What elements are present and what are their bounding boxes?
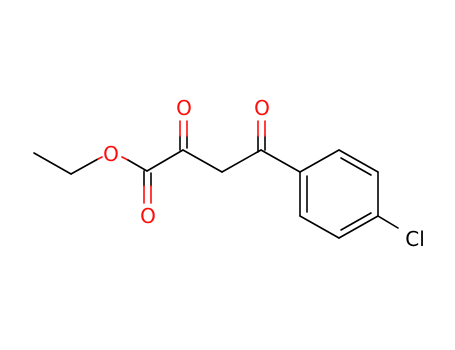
bond-o-c1	[127, 159, 148, 172]
bond-c3-c4	[221, 149, 262, 173]
ring-bond-5	[299, 215, 340, 239]
atom-o-keto-4: O	[254, 96, 270, 120]
atom-o-ester-carbonyl: O	[140, 204, 156, 228]
atom-cl: Cl	[405, 227, 425, 251]
bond-o-c1-red	[121, 156, 129, 161]
atom-o-ester: O	[103, 142, 119, 166]
ring-inner-bond-2	[340, 212, 372, 231]
ring-bond-1	[299, 149, 340, 173]
ring-bond-2	[338, 149, 379, 173]
bond-c1-c2	[146, 149, 184, 172]
bond-c2-c3	[182, 149, 223, 173]
bond-ch3-ch2	[33, 152, 72, 175]
bond-ring-cl	[377, 215, 399, 229]
bond-ch2-o	[70, 158, 99, 175]
bond-ch2-o-red	[97, 156, 103, 160]
ring-bond-4	[338, 215, 379, 239]
atom-o-keto-2: O	[176, 96, 192, 120]
ring-inner-bond-1	[340, 157, 372, 176]
bond-c4-ring	[260, 149, 301, 173]
